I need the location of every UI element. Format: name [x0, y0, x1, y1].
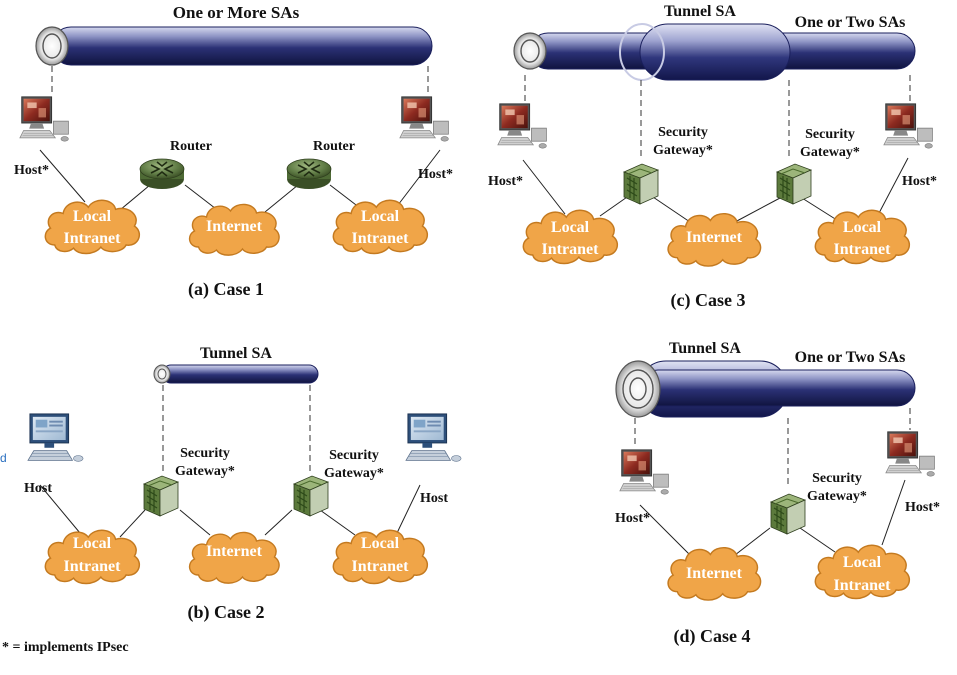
- case2-gw-left-line1: Security: [180, 446, 230, 461]
- case3-sa-label: One or Two SAs: [795, 14, 906, 31]
- case4-gw-line1: Security: [812, 471, 862, 486]
- case4-gateway-icon: [770, 493, 806, 535]
- case2-gateway-right-icon: [293, 475, 329, 517]
- case3-gw-right-line1: Security: [805, 127, 855, 142]
- case2-cloud-left-line1: Local: [73, 535, 112, 552]
- case3-gw-right-line2: Gateway*: [800, 145, 860, 160]
- case2-tunnel-pipe: [153, 364, 319, 384]
- case4-cloud-right-line2: Intranet: [834, 577, 892, 594]
- case3-cloud-left-line2: Intranet: [542, 241, 600, 258]
- case2-panel: Tunnel SA Host Host Security Gateway* Se…: [24, 345, 462, 623]
- case2-gw-left-line2: Gateway*: [175, 464, 235, 479]
- case1-sa-pipe: [35, 26, 433, 66]
- case4-host-left-label: Host*: [615, 511, 650, 526]
- case4-cloud-right-line1: Local: [843, 554, 882, 571]
- case3-links: [522, 157, 909, 223]
- case3-host-right-label: Host*: [902, 174, 937, 189]
- case1-host-right-icon: [399, 96, 449, 142]
- case1-router-left-label: Router: [170, 139, 212, 154]
- case3-cloud-left-line1: Local: [551, 219, 590, 236]
- case4-sa-label: One or Two SAs: [795, 349, 906, 366]
- case1-cloud-left-line1: Local: [73, 208, 112, 225]
- case2-gw-right-line2: Gateway*: [324, 466, 384, 481]
- case2-gateway-left-icon: [143, 475, 179, 517]
- case4-gw-line2: Gateway*: [807, 489, 867, 504]
- case3-host-left-icon: [497, 103, 547, 149]
- case3-cloud-right-line1: Local: [843, 219, 882, 236]
- case2-cloud-left-line2: Intranet: [64, 558, 122, 575]
- case1-cloud-right-line1: Local: [361, 208, 400, 225]
- case3-host-right-icon: [883, 103, 933, 149]
- case3-gateway-right-icon: [776, 163, 812, 205]
- case2-cloud-mid-line1: Internet: [206, 543, 263, 560]
- case2-host-right-label: Host: [420, 491, 448, 506]
- case2-gw-right-line1: Security: [329, 448, 379, 463]
- case3-cloud-right-line2: Intranet: [834, 241, 892, 258]
- case4-cloud-mid-line1: Internet: [686, 565, 743, 582]
- case1-host-right-label: Host*: [418, 167, 453, 182]
- case4-host-left-icon: [619, 449, 669, 495]
- case4-tunnel-label: Tunnel SA: [669, 340, 741, 357]
- case4-host-right-label: Host*: [905, 500, 940, 515]
- case1-host-left-icon: [19, 96, 69, 142]
- case1-router-left-icon: [139, 158, 185, 190]
- legend-ipsec: * = implements IPsec: [2, 640, 129, 655]
- case3-host-left-label: Host*: [488, 174, 523, 189]
- case4-caption: (d) Case 4: [674, 626, 751, 647]
- case4-panel: Tunnel SA One or Two SAs Host* Host* Sec…: [615, 340, 940, 647]
- case1-cloud-right-line2: Intranet: [352, 230, 410, 247]
- case4-sa-pipe: [615, 360, 916, 418]
- case1-pipe-label: One or More SAs: [173, 3, 300, 22]
- case3-panel: Tunnel SA One or Two SAs Host* Host* Sec…: [488, 3, 937, 311]
- case3-gw-left-line1: Security: [658, 125, 708, 140]
- case2-host-right-icon: [405, 413, 462, 462]
- case3-gateway-left-icon: [623, 163, 659, 205]
- case2-cloud-right-line1: Local: [361, 535, 400, 552]
- case2-pipe-label: Tunnel SA: [200, 345, 272, 362]
- case1-panel: One or More SAs Host* Host* Router Route…: [14, 3, 453, 300]
- case2-caption: (b) Case 2: [188, 602, 265, 623]
- case1-cloud-left-line2: Intranet: [64, 230, 122, 247]
- case4-host-right-icon: [885, 431, 935, 477]
- case2-host-left-icon: [27, 413, 84, 462]
- case1-host-left-label: Host*: [14, 163, 49, 178]
- case4-links: [639, 479, 906, 556]
- case1-caption: (a) Case 1: [188, 279, 264, 300]
- case1-router-right-icon: [286, 158, 332, 190]
- case3-gw-left-line2: Gateway*: [653, 143, 713, 158]
- case2-links: [39, 484, 421, 538]
- case3-caption: (c) Case 3: [671, 290, 746, 311]
- side-text-fragment: d: [0, 451, 7, 465]
- case3-tunnel-label: Tunnel SA: [664, 3, 736, 20]
- case1-links: [39, 149, 441, 213]
- case2-cloud-right-line2: Intranet: [352, 558, 410, 575]
- case3-cloud-mid-line1: Internet: [686, 229, 743, 246]
- case2-host-left-label: Host: [24, 481, 52, 496]
- case3-tunnel-pipe: [619, 23, 791, 81]
- case1-cloud-mid-line1: Internet: [206, 218, 263, 235]
- case1-router-right-label: Router: [313, 139, 355, 154]
